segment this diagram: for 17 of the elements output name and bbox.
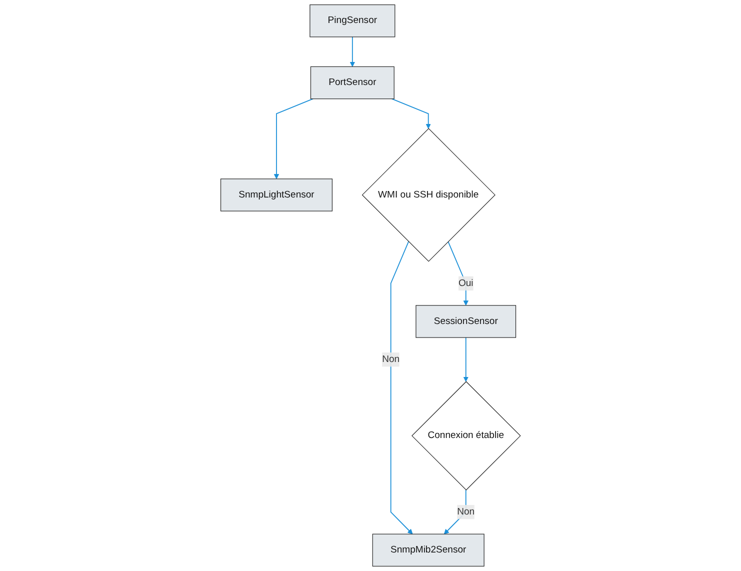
arrow <box>448 241 468 306</box>
edge-label: Non <box>457 506 475 517</box>
node-box: SessionSensor <box>416 305 516 338</box>
arrow <box>350 36 355 67</box>
node-box: SnmpLightSensor <box>220 178 332 212</box>
node-box: PingSensor <box>310 4 396 38</box>
node-box: PortSensor <box>310 66 394 100</box>
node-box: SnmpMib2Sensor <box>372 534 484 567</box>
arrow <box>444 490 466 534</box>
node-diamond: Connexion établie <box>411 381 521 490</box>
arrow <box>463 337 468 382</box>
arrow <box>274 98 314 180</box>
edge-label: Non <box>382 354 400 364</box>
node-diamond: WMI ou SSH disponible <box>362 128 496 262</box>
edge-label: Oui <box>458 278 474 288</box>
arrow <box>390 241 413 534</box>
arrow <box>391 98 431 129</box>
